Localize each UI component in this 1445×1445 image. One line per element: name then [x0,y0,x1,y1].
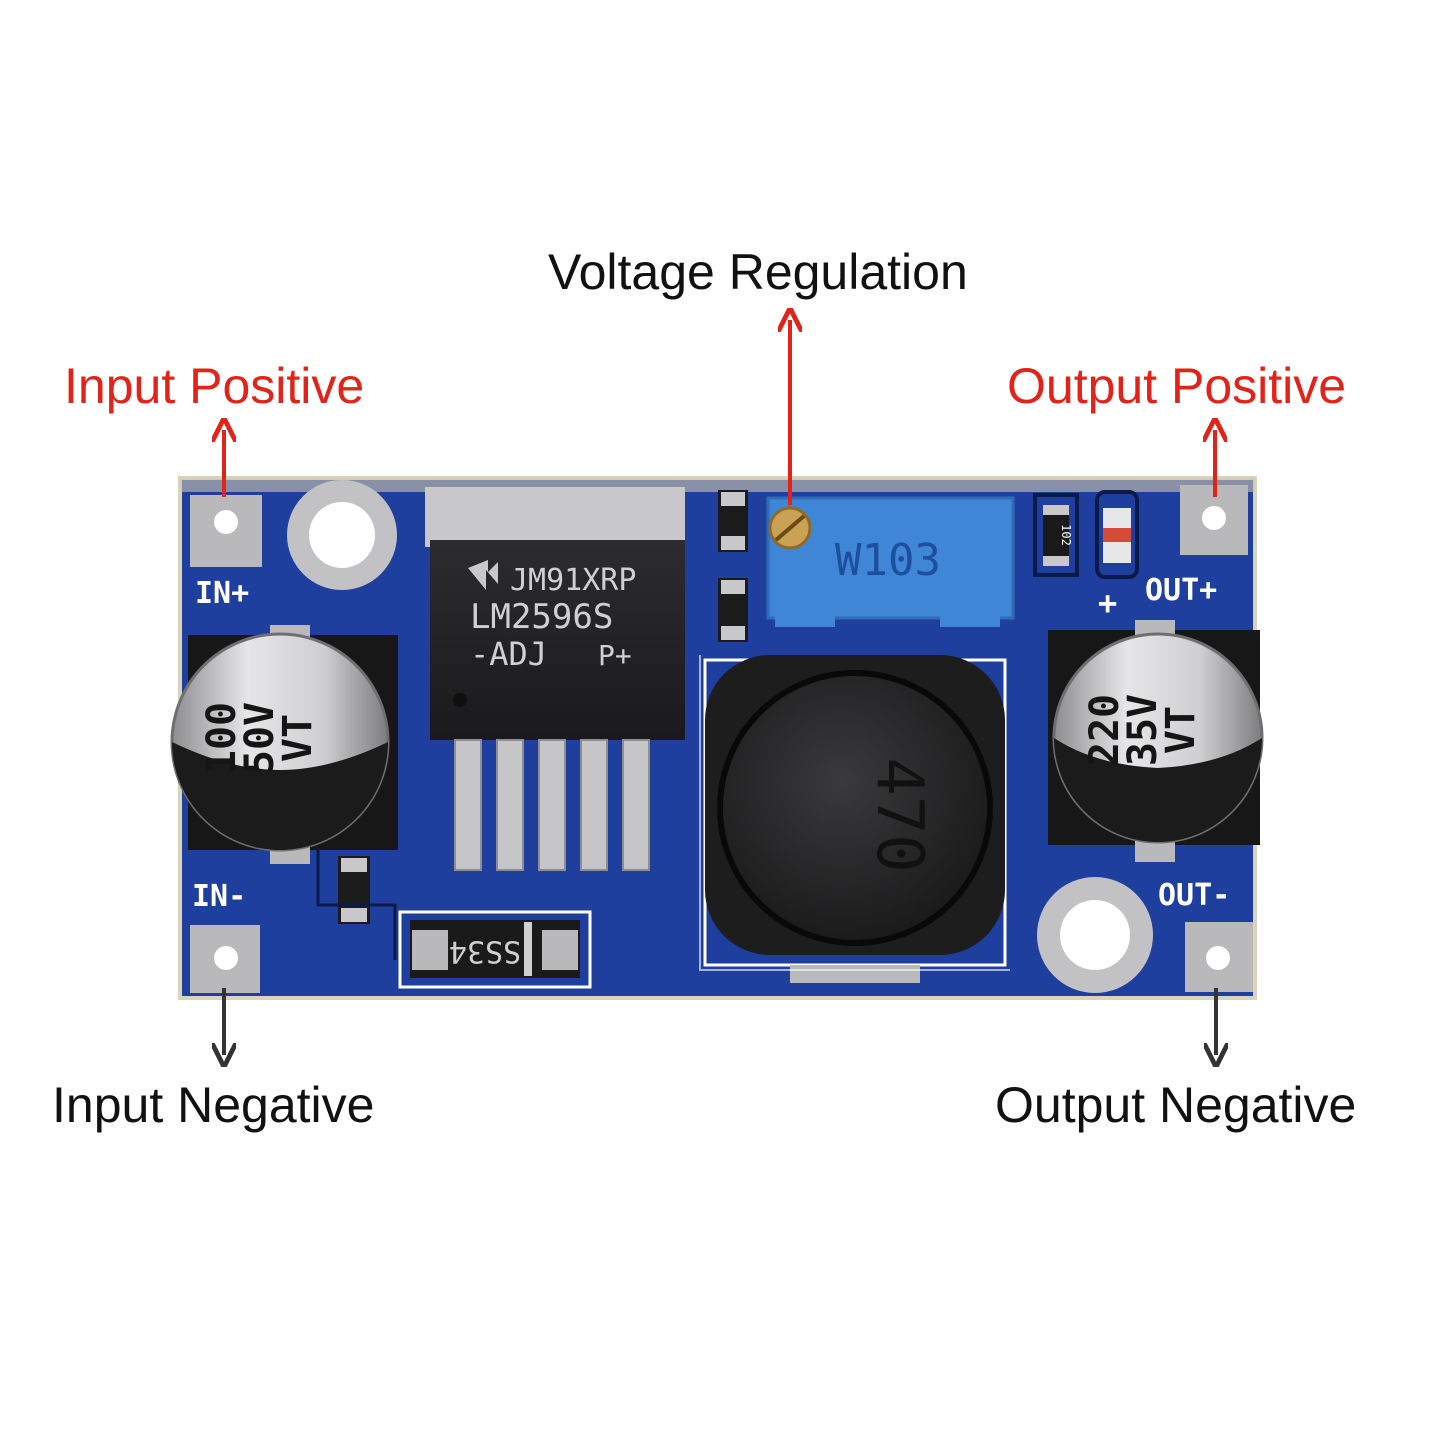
silk-in-plus: IN+ [195,576,249,611]
output-cap-value: 220 [1082,694,1128,766]
regulator-line1: JM91XRP [510,563,636,598]
national-logo-icon [468,560,498,590]
input-positive-label: Input Positive [64,358,365,414]
silk-out-minus: OUT- [1158,878,1230,913]
silk-in-minus: IN- [192,879,246,914]
input-negative-label: Input Negative [52,1077,375,1133]
silk-outline-right [699,655,1010,971]
smd-resistor: 102 [1033,493,1079,577]
smd-led [1095,490,1139,579]
smd-part-mid [718,578,748,642]
resistor-code: 102 [1059,524,1073,546]
mounting-hole-top [287,480,397,590]
silk-outline-left [316,848,397,960]
output-cap-voltage: 35V [1120,694,1166,766]
output-negative-label: Output Negative [995,1077,1357,1133]
silk-plus-sign: + [1098,584,1117,622]
output-capacitor: 220 35V VT [1048,620,1264,862]
smd-part-input [338,856,370,924]
voltage-regulation-label: Voltage Regulation [548,244,968,300]
input-cap-series: VT [275,714,321,762]
pad-in-minus [190,925,260,993]
potentiometer: W103 [766,496,1015,627]
inductor-code: 470 [862,757,936,873]
input-capacitor: 100 50V VT [170,625,398,864]
diode-code: SS34 [449,934,521,969]
output-positive-label: Output Positive [1007,358,1347,414]
pad-out-minus [1185,922,1253,992]
regulator-suffix: P+ [598,639,632,672]
regulator-line3: -ADJ [470,635,547,673]
schottky-diode: SS34 [398,910,592,989]
input-cap-value: 100 [199,702,245,774]
mounting-hole-bottom [1037,877,1153,993]
regulator-line2: LM2596S [470,597,613,637]
inductor: 470 [703,655,1007,983]
output-cap-series: VT [1158,706,1204,754]
potentiometer-code: W103 [835,535,941,586]
regulator-pins [454,739,650,871]
input-cap-voltage: 50V [237,702,283,774]
smd-part-top [718,490,748,552]
regulator-ic: JM91XRP LM2596S -ADJ P+ [425,487,685,871]
silk-out-plus: OUT+ [1145,573,1217,608]
pad-in-plus [190,495,262,567]
